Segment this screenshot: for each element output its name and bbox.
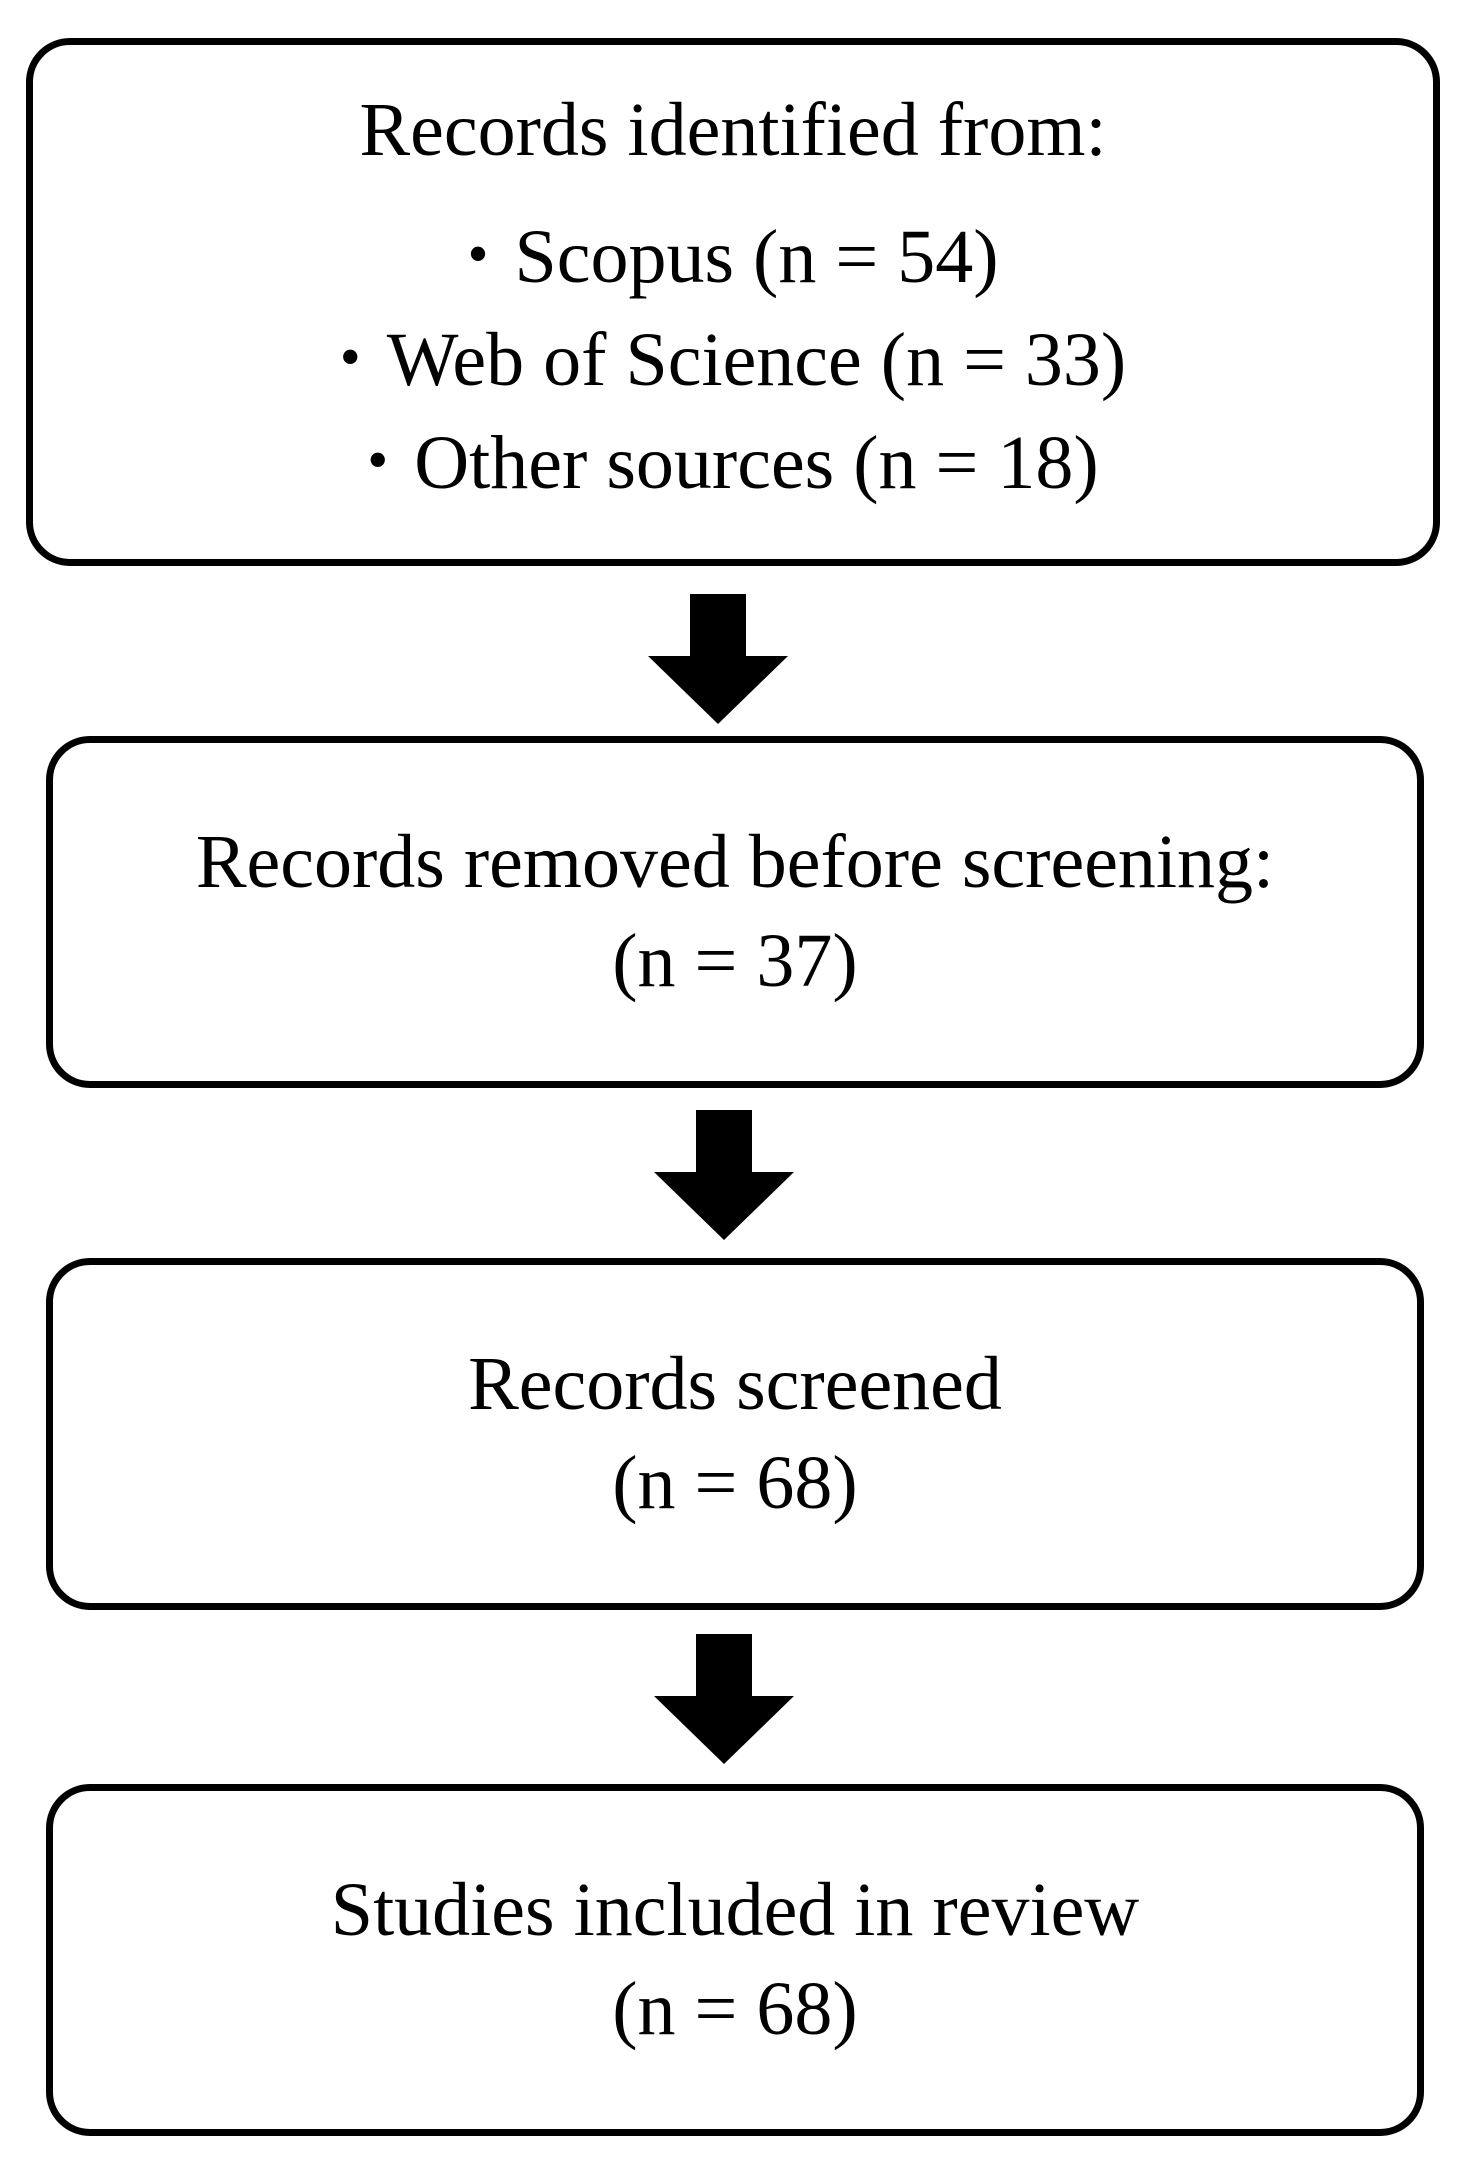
records-removed-box: Records removed before screening: (n = 3… — [46, 736, 1424, 1088]
studies-included-count: (n = 68) — [612, 1967, 858, 2051]
source-item-other-sources: • Other sources (n = 18) — [340, 410, 1127, 513]
records-identified-heading: Records identified from: — [359, 88, 1107, 173]
studies-included-label: Studies included in review — [330, 1868, 1140, 1953]
source-item-label: Other sources (n = 18) — [414, 420, 1099, 505]
source-item-label: Web of Science (n = 33) — [386, 317, 1127, 402]
bullet-icon: • — [339, 323, 361, 390]
bullet-icon: • — [467, 220, 489, 287]
records-screened-box: Records screened (n = 68) — [46, 1258, 1424, 1610]
source-list: • Scopus (n = 54) • Web of Science (n = 33… — [340, 204, 1127, 513]
studies-included-box: Studies included in review (n = 68) — [46, 1784, 1424, 2136]
down-arrow-icon — [654, 1634, 794, 1764]
source-item-web-of-science: • Web of Science (n = 33) — [340, 307, 1127, 410]
down-arrow-icon — [654, 1110, 794, 1240]
records-screened-count: (n = 68) — [612, 1441, 858, 1525]
source-item-label: Scopus (n = 54) — [514, 214, 999, 299]
bullet-icon: • — [367, 426, 389, 493]
down-arrow-icon — [648, 594, 788, 724]
source-item-scopus: • Scopus (n = 54) — [340, 204, 1127, 307]
records-removed-label: Records removed before screening: — [195, 820, 1275, 905]
records-screened-label: Records screened — [468, 1342, 1002, 1427]
records-removed-count: (n = 37) — [612, 919, 858, 1003]
records-identified-box: Records identified from: • Scopus (n = 54… — [26, 38, 1440, 566]
